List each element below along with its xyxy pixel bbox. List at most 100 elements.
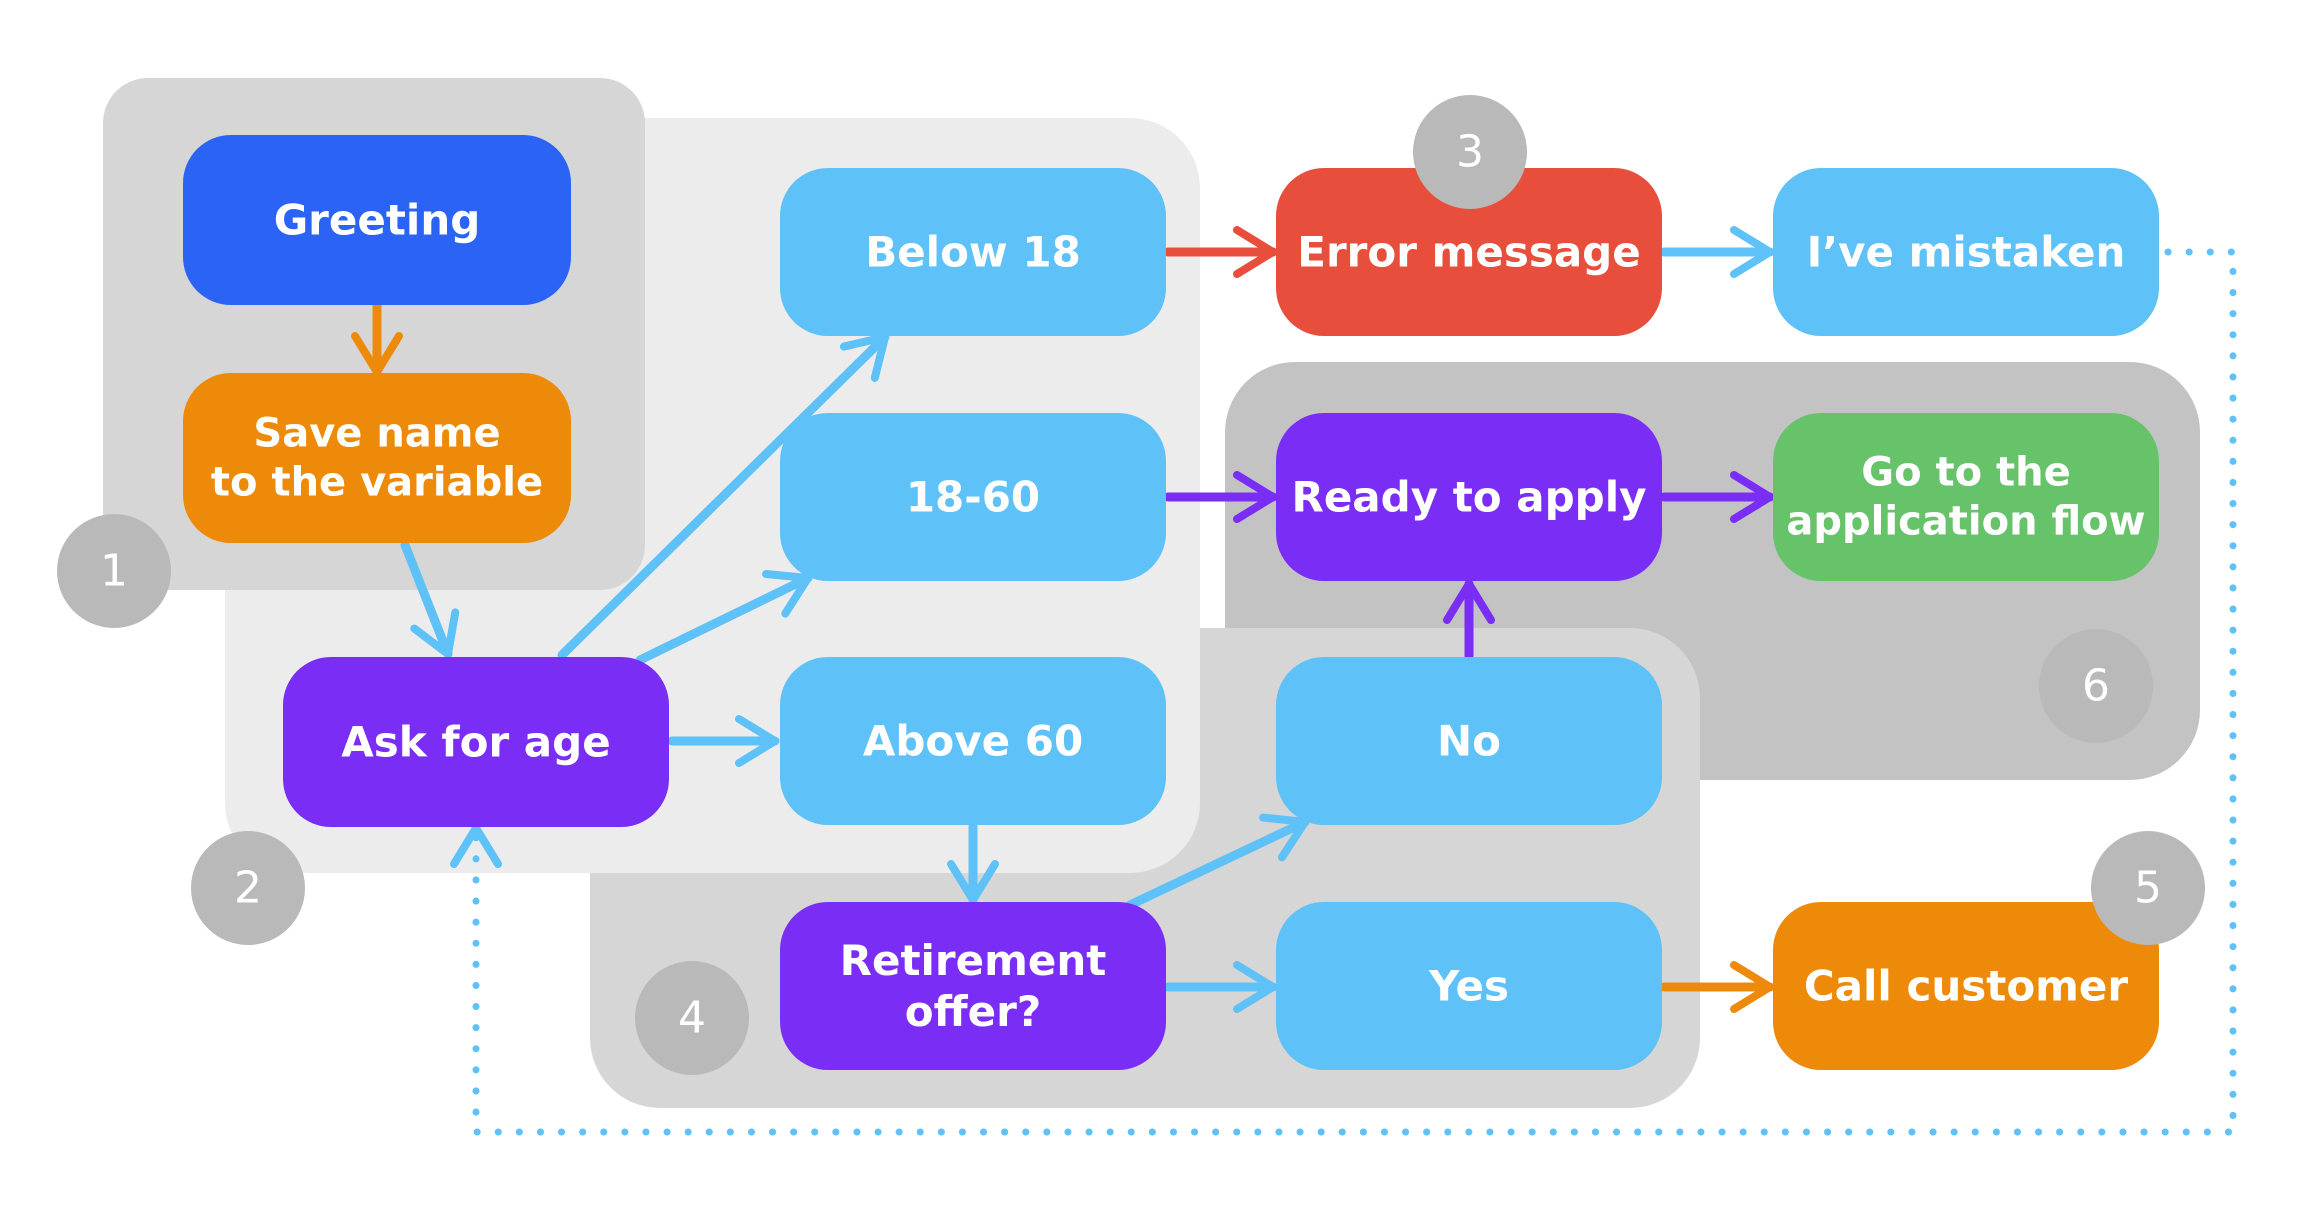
badge-5-circle — [2091, 831, 2205, 945]
node-ask-age: Ask for age — [283, 657, 669, 827]
node-app-flow-label: application flow — [1786, 498, 2145, 544]
node-18-60-label: 18-60 — [906, 473, 1040, 522]
edge-ask-age-to-below-18-line — [557, 332, 890, 660]
edge-yes-to-call — [1659, 961, 1775, 1013]
edge-retirement-to-no — [1125, 813, 1310, 910]
edge-retirement-to-yes — [1163, 961, 1278, 1013]
badge-3: 3 — [1413, 95, 1527, 209]
edge-mistaken-to-ask-age-line — [472, 248, 2237, 1136]
edge-18-60-to-ready-arrowhead — [1233, 471, 1277, 523]
node-save-name-box — [183, 373, 571, 543]
node-no-box — [1276, 657, 1662, 825]
node-retirement-label: offer? — [905, 987, 1041, 1036]
edge-retirement-to-no-arrowhead — [1259, 813, 1309, 862]
edge-mistaken-to-ask-age — [450, 248, 2237, 1136]
edge-greeting-to-save-name — [351, 300, 403, 377]
node-error: Error message — [1276, 168, 1662, 336]
node-yes-label: Yes — [1428, 962, 1509, 1011]
node-call: Call customer — [1773, 902, 2159, 1070]
edge-retirement-to-no-line — [1125, 817, 1310, 910]
node-mistaken-label: I’ve mistaken — [1807, 228, 2126, 277]
badge-1: 1 — [57, 514, 171, 628]
node-mistaken: I’ve mistaken — [1773, 168, 2159, 336]
edge-18-60-to-ready — [1163, 471, 1278, 523]
node-retirement-box — [780, 902, 1166, 1070]
node-no: No — [1276, 657, 1662, 825]
node-greeting-box — [183, 135, 571, 305]
node-below-18: Below 18 — [780, 168, 1166, 336]
node-call-box — [1773, 902, 2159, 1070]
node-below-18-box — [780, 168, 1166, 336]
badge-2-circle — [191, 831, 305, 945]
node-app-flow-label: Go to the — [1861, 450, 2071, 496]
edge-ask-age-to-18-60 — [635, 570, 813, 665]
node-18-60-box — [780, 413, 1166, 581]
edge-save-name-to-ask-age — [400, 540, 460, 659]
edge-ask-age-to-18-60-arrowhead — [761, 570, 812, 618]
node-ready-box — [1276, 413, 1662, 581]
node-ready: Ready to apply — [1276, 413, 1662, 581]
node-retirement-label: Retirement — [840, 936, 1107, 985]
node-above-60-box — [780, 657, 1166, 825]
node-save-name-label: Save name — [253, 411, 500, 457]
node-18-60: 18-60 — [780, 413, 1166, 581]
node-yes-box — [1276, 902, 1662, 1070]
node-save-name-label: to the variable — [211, 459, 543, 505]
node-above-60: Above 60 — [780, 657, 1166, 825]
node-greeting-label: Greeting — [274, 196, 481, 245]
node-error-label: Error message — [1297, 228, 1640, 277]
edge-save-name-to-ask-age-arrowhead — [410, 608, 460, 658]
badge-1-label: 1 — [100, 546, 128, 597]
node-yes: Yes — [1276, 902, 1662, 1070]
node-app-flow-box — [1773, 413, 2159, 581]
node-mistaken-box — [1773, 168, 2159, 336]
edge-greeting-to-save-name-arrowhead — [351, 332, 403, 376]
badge-6: 6 — [2039, 629, 2153, 743]
edge-ready-to-app-flow — [1659, 471, 1775, 523]
edge-ready-to-app-flow-arrowhead — [1730, 471, 1774, 523]
node-greeting: Greeting — [183, 135, 571, 305]
badge-4-circle — [635, 961, 749, 1075]
edge-no-to-ready — [1443, 579, 1495, 661]
node-above-60-label: Above 60 — [863, 717, 1083, 766]
edge-error-to-mistaken — [1659, 226, 1775, 278]
edge-ask-age-to-above-60-arrowhead — [735, 715, 779, 767]
edge-above-60-to-retirement-arrowhead — [947, 860, 999, 904]
edge-no-to-ready-arrowhead — [1443, 580, 1495, 624]
edge-ask-age-to-above-60 — [667, 715, 780, 767]
node-call-label: Call customer — [1804, 962, 2129, 1011]
badge-3-circle — [1413, 95, 1527, 209]
badge-5: 5 — [2091, 831, 2205, 945]
badge-6-circle — [2039, 629, 2153, 743]
badge-6-label: 6 — [2082, 661, 2110, 712]
edge-ask-age-to-18-60-line — [635, 573, 813, 665]
badge-4: 4 — [635, 961, 749, 1075]
edge-save-name-to-ask-age-line — [400, 540, 453, 659]
node-no-label: No — [1437, 717, 1501, 766]
edge-below-18-to-error-arrowhead — [1233, 226, 1277, 278]
node-error-box — [1276, 168, 1662, 336]
badge-2: 2 — [191, 831, 305, 945]
badge-2-label: 2 — [234, 863, 262, 914]
badge-1-circle — [57, 514, 171, 628]
edge-yes-to-call-arrowhead — [1730, 961, 1774, 1013]
badge-5-label: 5 — [2134, 863, 2162, 914]
node-ask-age-label: Ask for age — [341, 718, 610, 767]
edge-mistaken-to-ask-age-arrowhead — [450, 824, 502, 868]
badge-3-label: 3 — [1456, 127, 1484, 178]
edge-error-to-mistaken-arrowhead — [1730, 226, 1774, 278]
edge-ask-age-to-below-18-arrowhead — [839, 333, 889, 382]
edge-ask-age-to-below-18 — [557, 332, 890, 660]
badge-4-label: 4 — [678, 993, 706, 1044]
edge-retirement-to-yes-arrowhead — [1233, 961, 1277, 1013]
node-below-18-label: Below 18 — [865, 228, 1081, 277]
node-ready-label: Ready to apply — [1291, 473, 1646, 522]
edge-above-60-to-retirement — [947, 822, 999, 905]
node-ask-age-box — [283, 657, 669, 827]
edge-below-18-to-error — [1163, 226, 1278, 278]
